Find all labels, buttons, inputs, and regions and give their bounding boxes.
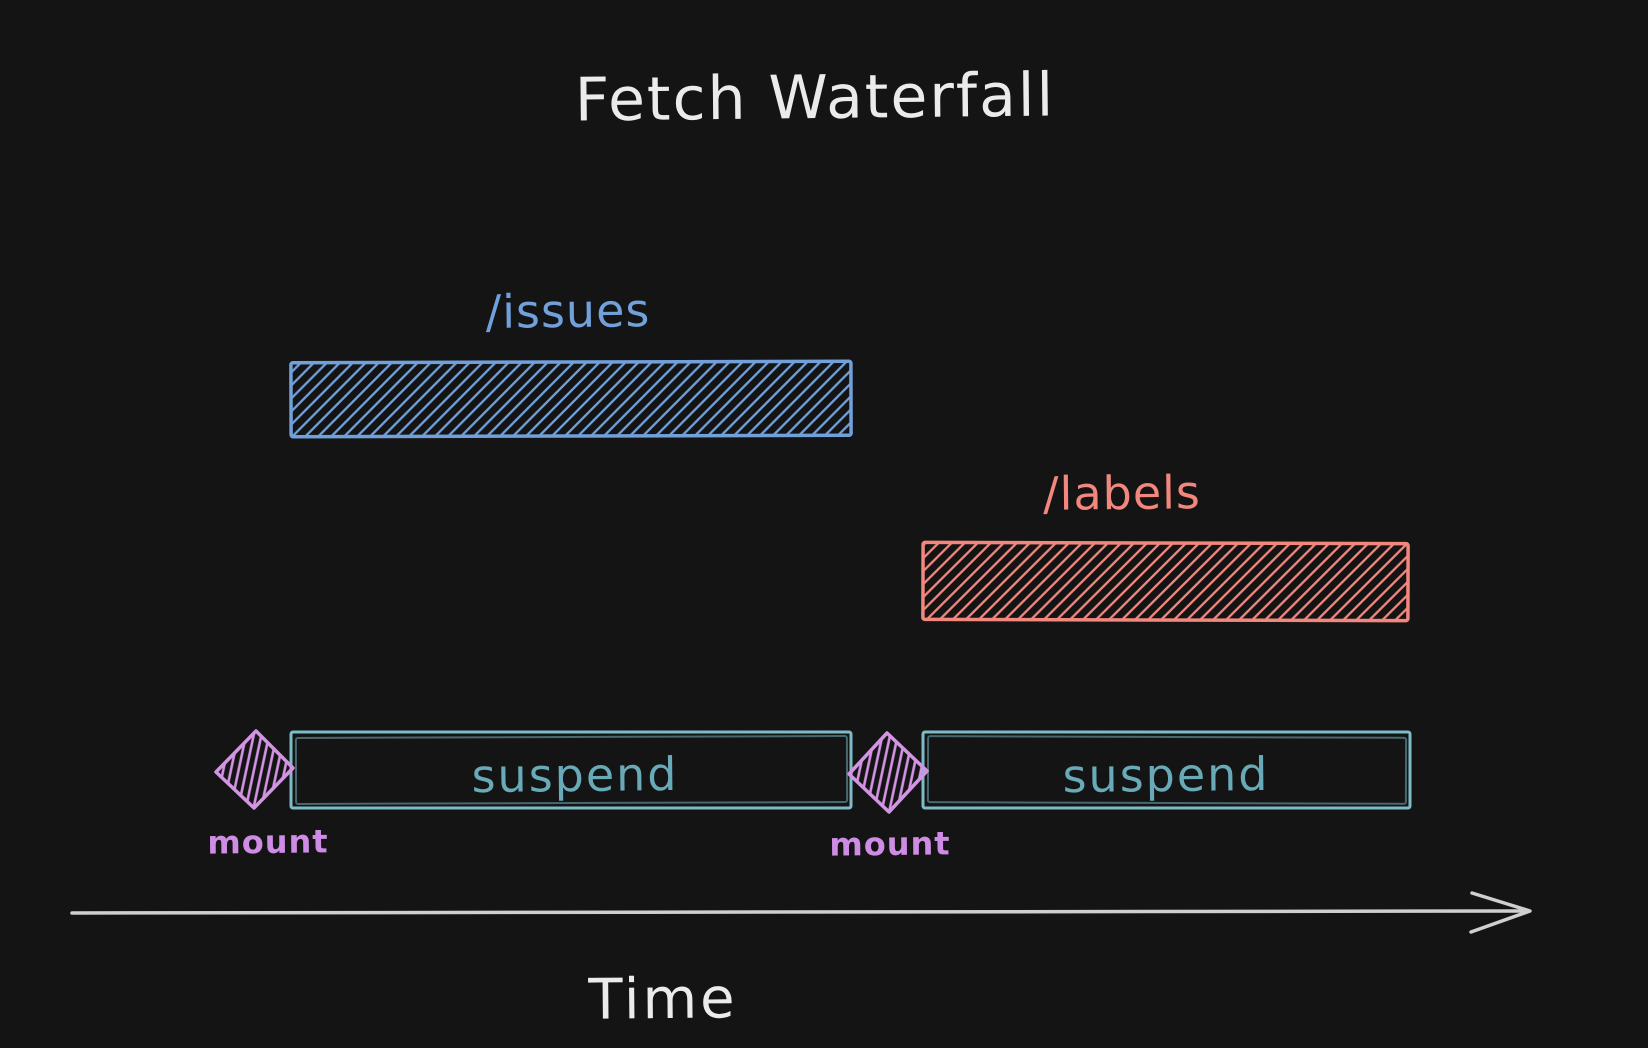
- issues-label: /issues: [485, 283, 651, 339]
- issues-request-bar: [289, 359, 853, 439]
- mount-label-1: mount: [207, 822, 329, 862]
- suspend-label-1: suspend: [471, 746, 679, 804]
- suspend-label-2: suspend: [1062, 746, 1270, 804]
- labels-request-bar: [921, 540, 1410, 623]
- suspend-box-1-sketch-line: [294, 735, 849, 805]
- suspend-box-2-sketch-line: [926, 735, 1408, 805]
- time-axis-label: Time: [588, 966, 738, 1033]
- mount-diamond-1: [214, 729, 295, 810]
- labels-label: /labels: [1042, 465, 1202, 521]
- mount-diamond-2: [847, 731, 929, 814]
- mount-label-2: mount: [829, 824, 951, 864]
- time-axis-line: [70, 909, 1530, 915]
- diagram-title: Fetch Waterfall: [574, 60, 1056, 136]
- time-axis-arrowhead-icon: [1469, 891, 1532, 934]
